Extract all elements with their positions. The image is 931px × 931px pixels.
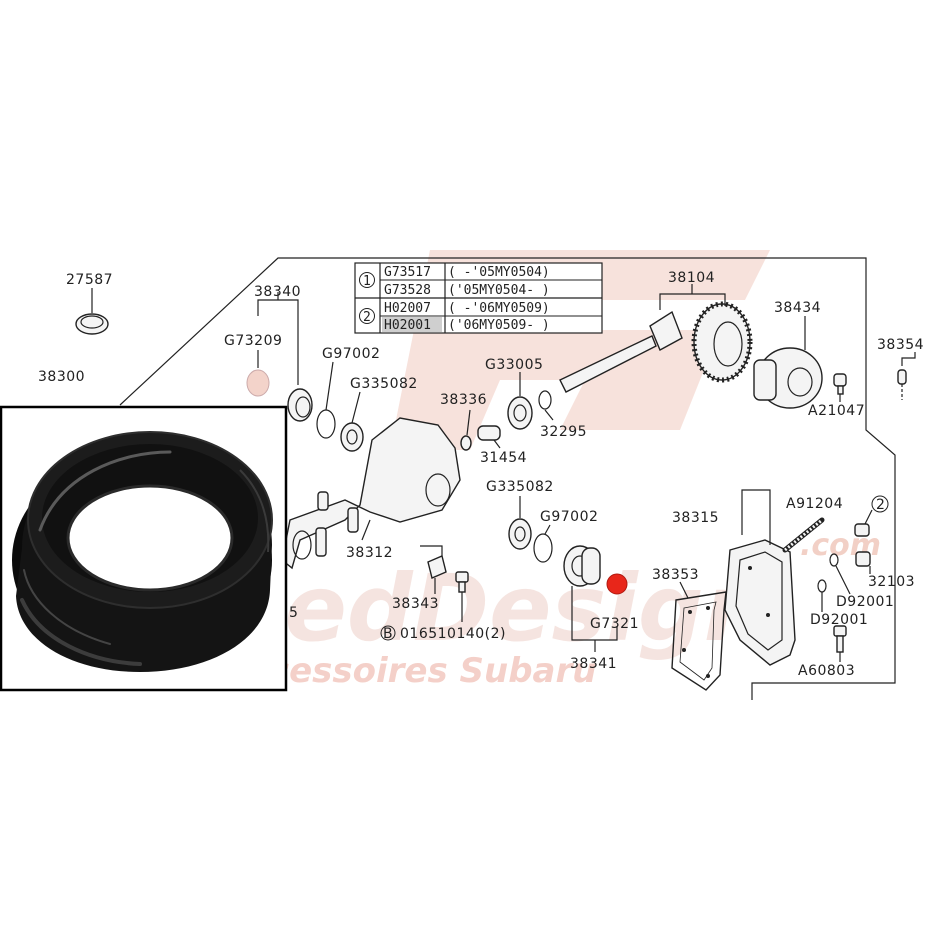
part-g335082-a[interactable]: [340, 422, 364, 452]
label-d92001-a: D92001: [836, 594, 894, 610]
label-38104: 38104: [668, 270, 715, 286]
label-38353: 38353: [652, 567, 699, 583]
label-bolt-circle: B: [383, 626, 393, 642]
part-38343[interactable]: [427, 555, 469, 593]
part-g7321-highlighted[interactable]: [606, 573, 628, 595]
part-38341-retainer[interactable]: [563, 545, 601, 587]
label-mark-2: 2: [876, 497, 885, 513]
part-38312-carrier[interactable]: [281, 417, 461, 570]
label-a91204: A91204: [786, 496, 843, 512]
part-38104-pinion[interactable]: [559, 310, 683, 393]
part-g73209[interactable]: [246, 369, 270, 397]
part-g33005[interactable]: [507, 396, 533, 430]
label-partial-5: 5: [289, 605, 298, 621]
part-a91204[interactable]: [782, 517, 825, 553]
label-g73209: G73209: [224, 333, 282, 349]
label-38300: 38300: [38, 369, 85, 385]
part-32103[interactable]: [854, 523, 871, 567]
label-38336: 38336: [440, 392, 487, 408]
label-g335082-a: G335082: [350, 376, 418, 392]
label-g97002-a: G97002: [322, 346, 380, 362]
label-38315: 38315: [672, 510, 719, 526]
label-38354: 38354: [877, 337, 924, 353]
part-38340-seal[interactable]: [287, 388, 313, 422]
part-38104-ring-gear[interactable]: [691, 301, 753, 383]
label-g335082-b: G335082: [486, 479, 554, 495]
label-g33005: G33005: [485, 357, 543, 373]
label-a21047: A21047: [808, 403, 865, 419]
label-32103: 32103: [868, 574, 915, 590]
part-27587[interactable]: [75, 313, 109, 335]
label-016510140: 016510140(2): [400, 626, 506, 642]
label-31454: 31454: [480, 450, 527, 466]
table-range-1: ('05MY0504- ): [448, 283, 550, 298]
table-range-0: ( -'05MY0504): [448, 265, 550, 280]
table-group-2: 2: [363, 310, 371, 325]
assembly-frame: [119, 257, 896, 700]
label-g7321: G7321: [590, 616, 639, 632]
table-part-2: H02007: [384, 301, 431, 316]
part-a60803[interactable]: [833, 625, 847, 653]
label-38341: 38341: [570, 656, 617, 672]
label-a60803: A60803: [798, 663, 855, 679]
table-group-1: 1: [363, 274, 371, 289]
part-table: 1 2 G73517 ( -'05MY0504) G73528 ('05MY05…: [354, 262, 603, 334]
label-27587: 27587: [66, 272, 113, 288]
part-a21047[interactable]: [833, 373, 847, 395]
table-part-1: G73528: [384, 283, 431, 298]
label-38434: 38434: [774, 300, 821, 316]
part-38434-diff-case[interactable]: [753, 347, 823, 409]
label-38312: 38312: [346, 545, 393, 561]
table-range-2: ( -'06MY0509): [448, 301, 550, 316]
table-part-3: H02001: [384, 318, 431, 333]
label-38343: 38343: [392, 596, 439, 612]
label-d92001-b: D92001: [810, 612, 868, 628]
label-32295: 32295: [540, 424, 587, 440]
part-labels: 27587 38300 38340 G73209 G97002 G335082 …: [38, 270, 924, 679]
label-38340: 38340: [254, 284, 301, 300]
part-31454[interactable]: [477, 425, 501, 441]
part-38315-rear-cover[interactable]: [724, 539, 796, 666]
seal-photo-inset: [0, 405, 288, 692]
label-g97002-b: G97002: [540, 509, 598, 525]
table-part-0: G73517: [384, 265, 431, 280]
table-range-3: ('06MY0509- ): [448, 318, 550, 333]
part-38354[interactable]: [897, 369, 907, 400]
oil-seal-photo: [12, 431, 273, 672]
part-g335082-b[interactable]: [508, 518, 532, 550]
